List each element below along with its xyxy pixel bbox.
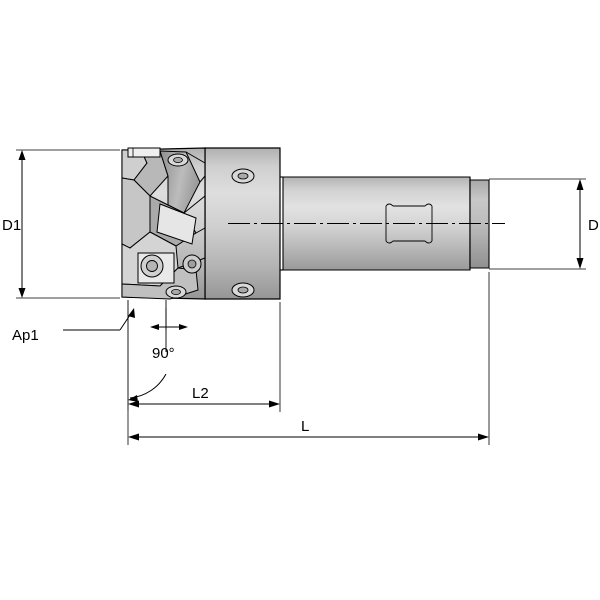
label-l: L xyxy=(301,418,309,435)
label-ap1: Ap1 xyxy=(12,327,39,344)
dimension-l2: L2 xyxy=(128,302,281,412)
dimension-d: D xyxy=(489,178,599,270)
clamp-screws xyxy=(165,153,255,299)
dimension-ap1: Ap1 xyxy=(12,308,135,344)
label-l2: L2 xyxy=(192,385,209,402)
dimension-d1: D1 xyxy=(2,149,120,299)
label-d1: D1 xyxy=(2,217,21,234)
ap1-small-arrows xyxy=(150,308,188,330)
label-d: D xyxy=(588,217,599,234)
dimension-angle-90: 90° xyxy=(127,300,175,410)
carbide-inserts xyxy=(127,147,197,284)
dimension-l: L xyxy=(127,272,490,445)
label-angle: 90° xyxy=(152,345,175,362)
